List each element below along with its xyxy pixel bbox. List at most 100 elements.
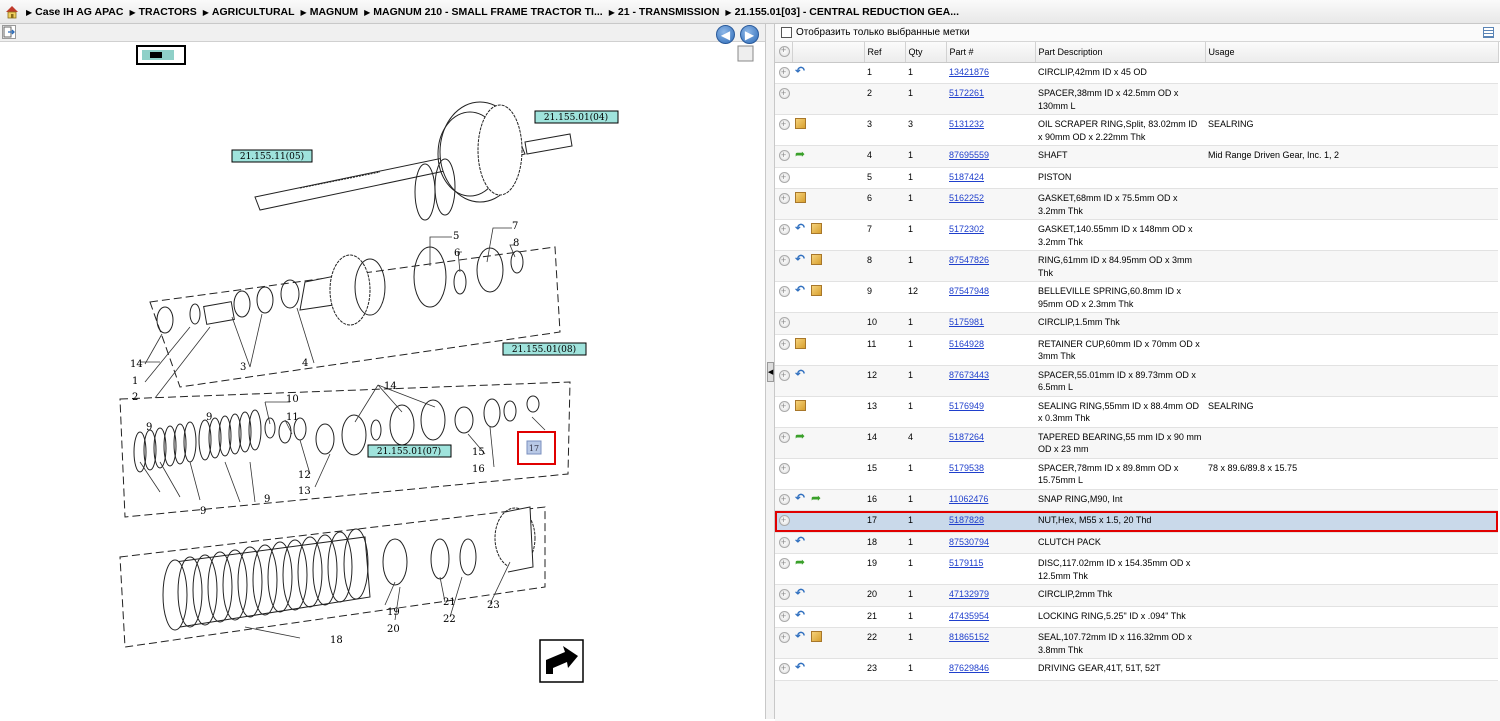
add-to-cart-icon[interactable] bbox=[779, 462, 790, 474]
callout-04[interactable]: 21.155.01(04) bbox=[534, 110, 619, 124]
breadcrumb-item[interactable]: 21.155.01[03] - CENTRAL REDUCTION GEA... bbox=[734, 5, 960, 18]
header-part-number[interactable]: Part # bbox=[946, 42, 1036, 63]
add-to-cart-icon[interactable] bbox=[779, 588, 790, 601]
add-to-cart-icon[interactable] bbox=[779, 338, 790, 350]
callout-05[interactable]: 21.155.11(05) bbox=[231, 149, 313, 163]
forward-arrow-icon[interactable]: ➦ bbox=[795, 147, 806, 161]
export-icon[interactable] bbox=[2, 25, 16, 39]
header-usage[interactable]: Usage bbox=[1205, 42, 1499, 63]
add-to-cart-icon[interactable] bbox=[779, 285, 790, 298]
grid-view-icon[interactable] bbox=[1483, 27, 1494, 38]
pane-splitter[interactable]: ◀ bbox=[765, 24, 775, 719]
return-arrow-icon[interactable]: ↶ bbox=[795, 533, 806, 548]
add-to-cart-icon[interactable] bbox=[779, 493, 790, 505]
expand-all-icon[interactable] bbox=[779, 45, 790, 57]
row-part-number-link[interactable]: 87695559 bbox=[949, 150, 990, 160]
return-arrow-icon[interactable]: ↶ bbox=[795, 366, 806, 381]
return-arrow-icon[interactable]: ↶ bbox=[795, 629, 806, 643]
row-part-number-link[interactable]: 5179115 bbox=[949, 558, 984, 568]
callout-07[interactable]: 21.155.01(07) bbox=[367, 444, 452, 458]
next-diagram-arrow-icon[interactable] bbox=[539, 639, 584, 683]
package-icon[interactable] bbox=[811, 223, 822, 234]
prev-page-button[interactable]: ◀ bbox=[716, 25, 735, 44]
row-part-number-link[interactable]: 11062476 bbox=[949, 493, 989, 504]
row-part-number-link[interactable]: 47435954 bbox=[949, 610, 990, 621]
return-arrow-icon[interactable]: ↶ bbox=[795, 586, 806, 600]
header-description[interactable]: Part Description bbox=[1035, 42, 1206, 63]
add-to-cart-icon[interactable] bbox=[779, 192, 790, 205]
row-part-number-link[interactable]: 5187264 bbox=[949, 431, 985, 442]
return-arrow-icon[interactable]: ↶ bbox=[795, 607, 806, 622]
forward-arrow-icon[interactable]: ➦ bbox=[795, 555, 806, 569]
add-to-cart-icon[interactable] bbox=[779, 87, 790, 100]
next-page-button[interactable]: ▶ bbox=[740, 25, 759, 44]
return-arrow-icon[interactable]: ↶ bbox=[795, 660, 806, 674]
row-part-number-link[interactable]: 13421876 bbox=[949, 66, 990, 77]
breadcrumb-item[interactable]: TRACTORS bbox=[138, 5, 197, 18]
home-icon[interactable] bbox=[4, 4, 20, 20]
add-to-cart-icon[interactable] bbox=[779, 66, 790, 78]
return-arrow-icon[interactable]: ↶ bbox=[795, 63, 806, 78]
return-arrow-icon[interactable]: ↶ bbox=[795, 283, 806, 297]
return-arrow-icon[interactable]: ↶ bbox=[795, 490, 806, 505]
package-icon[interactable] bbox=[795, 192, 806, 203]
add-to-cart-icon[interactable] bbox=[779, 536, 790, 548]
zoom-box-icon[interactable] bbox=[737, 45, 754, 62]
show-selected-only-checkbox[interactable] bbox=[781, 27, 792, 38]
row-part-number-link[interactable]: 5172261 bbox=[949, 88, 985, 98]
add-to-cart-icon[interactable] bbox=[779, 631, 790, 644]
tractor-icon[interactable] bbox=[136, 45, 186, 65]
package-icon[interactable] bbox=[795, 337, 806, 349]
package-icon[interactable] bbox=[795, 399, 806, 411]
collapse-handle-icon[interactable]: ◀ bbox=[767, 362, 774, 382]
row-part-number-link[interactable]: 87547826 bbox=[949, 255, 990, 265]
add-to-cart-icon[interactable] bbox=[779, 171, 790, 183]
package-icon[interactable] bbox=[811, 631, 822, 642]
row-part-number-link[interactable]: 87530794 bbox=[949, 536, 990, 547]
add-to-cart-icon[interactable] bbox=[779, 369, 790, 381]
breadcrumb-item[interactable]: MAGNUM bbox=[309, 5, 359, 18]
breadcrumb-item[interactable]: AGRICULTURAL bbox=[211, 5, 295, 18]
add-to-cart-icon[interactable] bbox=[779, 514, 790, 527]
row-part-number-link[interactable]: 5131232 bbox=[949, 119, 985, 129]
add-to-cart-icon[interactable] bbox=[779, 610, 790, 622]
breadcrumb-item[interactable]: Case IH AG APAC bbox=[35, 5, 124, 18]
row-part-number-link[interactable]: 5172302 bbox=[949, 224, 985, 234]
package-icon[interactable] bbox=[811, 285, 822, 296]
row-part-number-link[interactable]: 81865152 bbox=[949, 632, 990, 642]
package-icon[interactable] bbox=[811, 254, 822, 265]
row-part-number-link[interactable]: 5162252 bbox=[949, 193, 985, 203]
ref-17-hotspot[interactable]: 17 bbox=[517, 431, 556, 465]
forward-arrow-icon[interactable]: ➦ bbox=[795, 428, 806, 443]
row-part-number-link[interactable]: 5187424 bbox=[949, 171, 985, 182]
add-to-cart-icon[interactable] bbox=[779, 316, 790, 329]
row-part-number-link[interactable]: 5179538 bbox=[949, 462, 985, 473]
return-arrow-icon[interactable]: ↶ bbox=[795, 221, 806, 235]
breadcrumb-item[interactable]: MAGNUM 210 - SMALL FRAME TRACTOR TI... bbox=[373, 5, 603, 18]
row-part-number-link[interactable]: 87673443 bbox=[949, 369, 990, 380]
add-to-cart-icon[interactable] bbox=[779, 223, 790, 236]
row-part-number-link[interactable]: 87629846 bbox=[949, 663, 990, 673]
breadcrumb-item[interactable]: 21 - TRANSMISSION bbox=[617, 5, 720, 18]
